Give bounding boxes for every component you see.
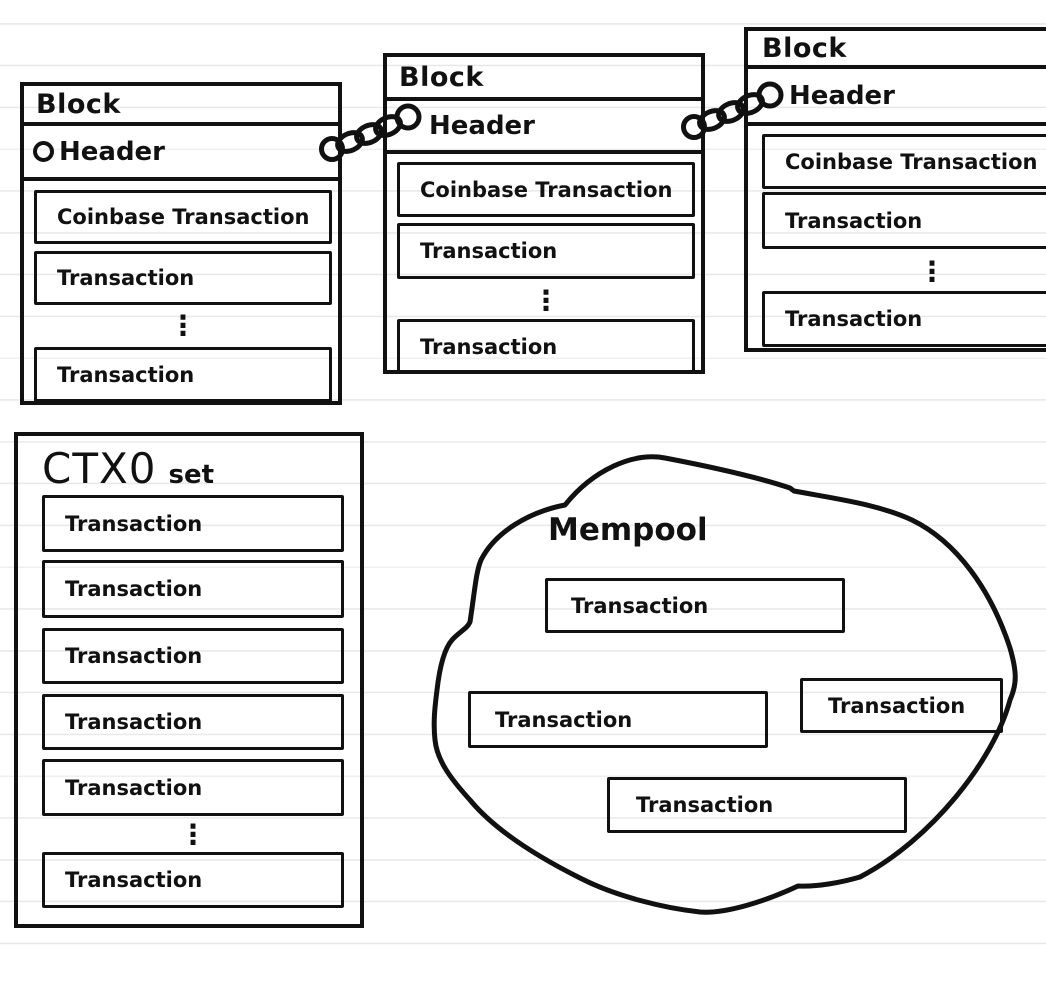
block-2: Block Header Coinbase Transaction Transa… (383, 53, 705, 374)
vertical-ellipsis: ⋮ (532, 284, 560, 317)
block-header-label: Header (59, 136, 166, 167)
transaction-label: Transaction (420, 334, 558, 359)
block-1-header-row: Header (24, 126, 338, 181)
transaction-box: Transaction (42, 560, 344, 618)
block-3: Block Header Coinbase Transaction Transa… (744, 27, 1046, 352)
transaction-box: Transaction (42, 694, 344, 750)
block-1: Block Header Coinbase Transaction Transa… (20, 82, 342, 405)
transaction-label: Transaction (828, 693, 966, 718)
ctx0-set-title: CTX0 set (42, 444, 214, 493)
block-3-header-row: Header (748, 69, 1046, 126)
transaction-label: Transaction (65, 511, 203, 536)
transaction-box: Transaction (42, 759, 344, 816)
ctx0-title-text: CTX0 (42, 444, 157, 493)
transaction-label: Transaction (65, 710, 203, 734)
vertical-ellipsis: ⋮ (169, 309, 197, 342)
vertical-ellipsis: ⋮ (918, 255, 946, 288)
mempool-cloud (431, 454, 1018, 915)
block-title: Block (762, 32, 847, 64)
mempool-transaction-box: Transaction (545, 578, 845, 633)
coinbase-transaction-box: Coinbase Transaction (397, 162, 695, 217)
mempool-transaction-box: Transaction (800, 678, 1003, 733)
block-title: Block (399, 61, 484, 93)
block-2-header-row: Header (387, 101, 701, 154)
transaction-box: Transaction (762, 291, 1046, 347)
vertical-ellipsis: ⋮ (179, 818, 207, 851)
transaction-box: Transaction (42, 852, 344, 908)
transaction-label: Transaction (636, 793, 774, 817)
transaction-label: Transaction (785, 208, 923, 233)
transaction-label: Transaction (65, 644, 203, 668)
mempool-transaction-box: Transaction (468, 691, 768, 748)
coinbase-transaction-label: Coinbase Transaction (785, 149, 1038, 174)
ctx0-set-panel: CTX0 set Transaction Transaction Transac… (14, 432, 364, 928)
mempool-title: Mempool (548, 512, 708, 548)
coinbase-transaction-label: Coinbase Transaction (57, 205, 310, 229)
transaction-box: Transaction (762, 192, 1046, 249)
block-title: Block (36, 88, 121, 120)
transaction-label: Transaction (57, 362, 195, 387)
transaction-label: Transaction (785, 307, 923, 331)
transaction-box: Transaction (34, 347, 332, 402)
transaction-label: Transaction (495, 707, 633, 732)
coinbase-transaction-box: Coinbase Transaction (34, 190, 332, 244)
block-3-title-row: Block (748, 31, 1046, 69)
coinbase-transaction-label: Coinbase Transaction (420, 177, 673, 202)
transaction-label: Transaction (57, 266, 195, 290)
ctx0-subtitle-text: set (168, 460, 215, 490)
mempool-transaction-box: Transaction (607, 777, 907, 833)
block-header-label: Header (429, 110, 536, 141)
chain-link-icon (319, 103, 422, 162)
block-header-label: Header (789, 80, 896, 111)
chain-link-icon (681, 81, 784, 140)
transaction-box: Transaction (42, 628, 344, 684)
block-2-title-row: Block (387, 57, 701, 101)
coinbase-transaction-box: Coinbase Transaction (762, 134, 1046, 189)
transaction-box: Transaction (34, 251, 332, 305)
transaction-label: Transaction (65, 868, 203, 892)
chain-ring-icon (33, 141, 54, 162)
transaction-label: Transaction (420, 239, 558, 263)
transaction-box: Transaction (42, 495, 344, 552)
transaction-box: Transaction (397, 319, 695, 374)
transaction-label: Transaction (65, 775, 203, 800)
transaction-label: Transaction (65, 577, 203, 601)
block-1-title-row: Block (24, 86, 338, 126)
transaction-label: Transaction (571, 593, 709, 618)
transaction-box: Transaction (397, 223, 695, 279)
